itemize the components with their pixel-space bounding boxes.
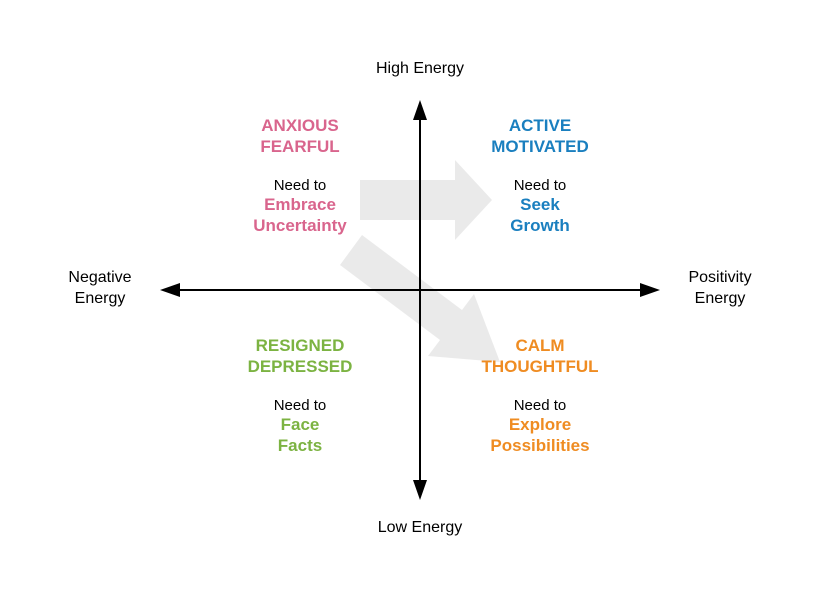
transition-arrow-to-active [360, 160, 492, 240]
axis-label-negative-energy: Negative Energy [68, 269, 132, 307]
need-label: Explore [508, 415, 572, 434]
quadrant-calm-thoughtful: CALM THOUGHTFUL Need to Explore Possibil… [440, 335, 640, 456]
horizontal-axis-right-arrowhead [640, 283, 660, 297]
state-label: FEARFUL [260, 137, 340, 156]
state-label: ACTIVE [508, 116, 572, 135]
state-label: ANXIOUS [261, 116, 339, 135]
need-prefix: Need to [273, 397, 327, 414]
state-label: DEPRESSED [247, 357, 353, 376]
vertical-axis-down-arrowhead [413, 480, 427, 500]
quadrant-anxious-fearful: ANXIOUS FEARFUL Need to Embrace Uncertai… [200, 115, 400, 236]
need-label: Facts [277, 436, 323, 455]
vertical-axis-up-arrowhead [413, 100, 427, 120]
quadrant-resigned-depressed: RESIGNED DEPRESSED Need to Face Facts [200, 335, 400, 456]
need-prefix: Need to [513, 177, 567, 194]
need-label: Embrace [264, 195, 336, 214]
need-label: Possibilities [490, 436, 590, 455]
state-label: CALM [515, 336, 565, 355]
need-label: Face [280, 415, 320, 434]
need-prefix: Need to [273, 177, 327, 194]
state-label: MOTIVATED [491, 137, 589, 156]
axis-label-low-energy: Low Energy [377, 519, 463, 536]
quadrant-active-motivated: ACTIVE MOTIVATED Need to Seek Growth [440, 115, 640, 236]
state-label: RESIGNED [255, 336, 345, 355]
state-label: THOUGHTFUL [481, 357, 599, 376]
horizontal-axis-left-arrowhead [160, 283, 180, 297]
need-prefix: Need to [513, 397, 567, 414]
need-label: Uncertainty [253, 216, 347, 235]
need-label: Growth [510, 216, 570, 235]
axis-label-high-energy: High Energy [375, 60, 465, 77]
need-label: Seek [520, 195, 560, 214]
axis-label-positivity-energy: Positivity Energy [688, 269, 752, 307]
